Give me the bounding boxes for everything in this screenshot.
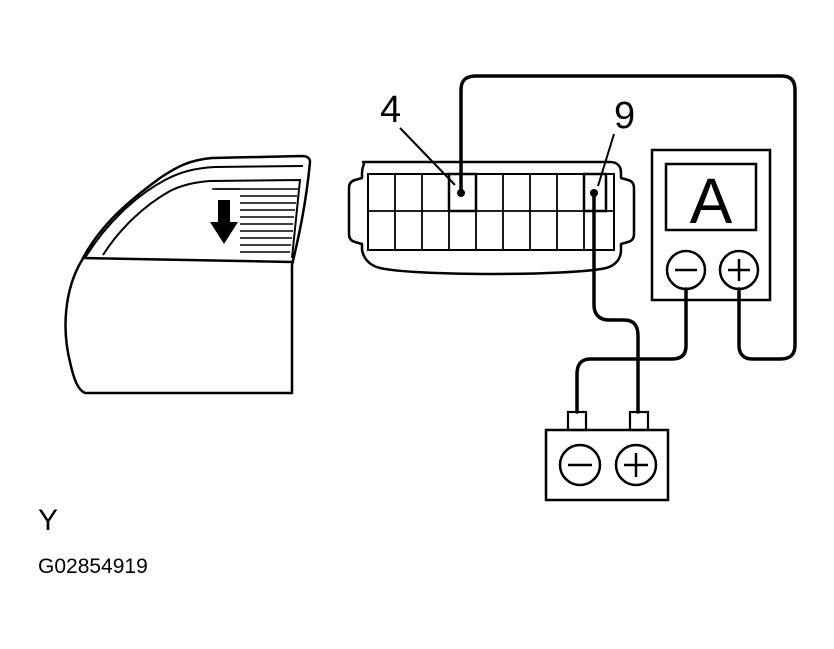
connector-terminal-grid [394, 174, 585, 250]
door-connector [347, 160, 636, 276]
battery-positive-post [628, 410, 650, 432]
door-outline [64, 154, 312, 395]
ammeter: A [650, 148, 772, 302]
svg-text:9: 9 [614, 95, 635, 137]
car-door [64, 154, 312, 395]
wire-terminal-4-to-ammeter-positive [459, 74, 797, 361]
pin-9-label: 9 [597, 95, 635, 187]
svg-text:4: 4 [380, 89, 401, 131]
connector-cavity [367, 173, 615, 251]
view-label: Y [38, 504, 59, 537]
ammeter-body [650, 148, 772, 302]
ammeter-positive-terminal-icon [718, 249, 760, 291]
ammeter-negative-terminal-icon [665, 249, 707, 291]
ammeter-unit-letter: A [690, 165, 733, 237]
test-leads [459, 74, 797, 414]
door-belt-line [81, 256, 293, 264]
ammeter-display [664, 162, 758, 232]
battery-negative-post [566, 410, 588, 432]
window-glass-lines [212, 188, 298, 253]
figure-code: G02854919 [38, 555, 148, 578]
window-down-arrow-icon [210, 200, 238, 244]
pin-4-label: 4 [380, 89, 456, 186]
battery-case [544, 428, 670, 502]
wire-terminal-9-to-battery-positive [592, 191, 640, 414]
battery-negative-terminal-icon [558, 443, 602, 487]
wire-ammeter-negative-to-battery-negative [575, 287, 688, 414]
battery [544, 410, 670, 502]
door-window-frame [84, 165, 304, 259]
connector-housing [347, 160, 636, 276]
battery-positive-terminal-icon [614, 443, 658, 487]
